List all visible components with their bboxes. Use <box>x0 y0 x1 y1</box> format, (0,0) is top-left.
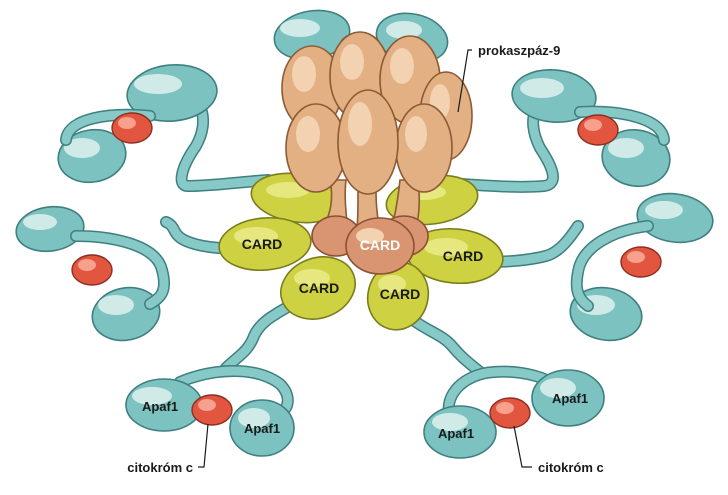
card-ring <box>218 172 504 331</box>
apaf1-label-right-1: Apaf1 <box>438 426 474 441</box>
procaspase-9-cluster <box>281 31 473 275</box>
apaf1-arm-middle-left <box>15 205 251 342</box>
apaf1-arm-lower-right <box>402 310 605 459</box>
card-label-4: CARD <box>299 280 339 296</box>
cytochrome-c-leader-left <box>198 423 209 468</box>
procaspase-leader-line <box>457 49 472 113</box>
card-label-1: CARD <box>360 237 400 253</box>
apaf1-label-left-2: Apaf1 <box>244 421 280 436</box>
cytochrome-c-label-left: citokróm c <box>127 460 193 475</box>
apaf1-arm-upper-right <box>456 69 671 193</box>
apaf1-label-left-1: Apaf1 <box>142 399 178 414</box>
apaf1-arm-middle-right <box>480 192 714 342</box>
apaf1-arm-upper-left <box>57 64 274 192</box>
procaspase-label: prokaszpáz-9 <box>478 43 560 58</box>
card-label-3: CARD <box>443 248 483 264</box>
cytochrome-c-leader-right <box>513 425 532 468</box>
card-label-5: CARD <box>380 286 420 302</box>
card-label-2: CARD <box>242 236 282 252</box>
cytochrome-c-label-right: citokróm c <box>538 460 604 475</box>
apaf1-label-right-2: Apaf1 <box>552 391 588 406</box>
